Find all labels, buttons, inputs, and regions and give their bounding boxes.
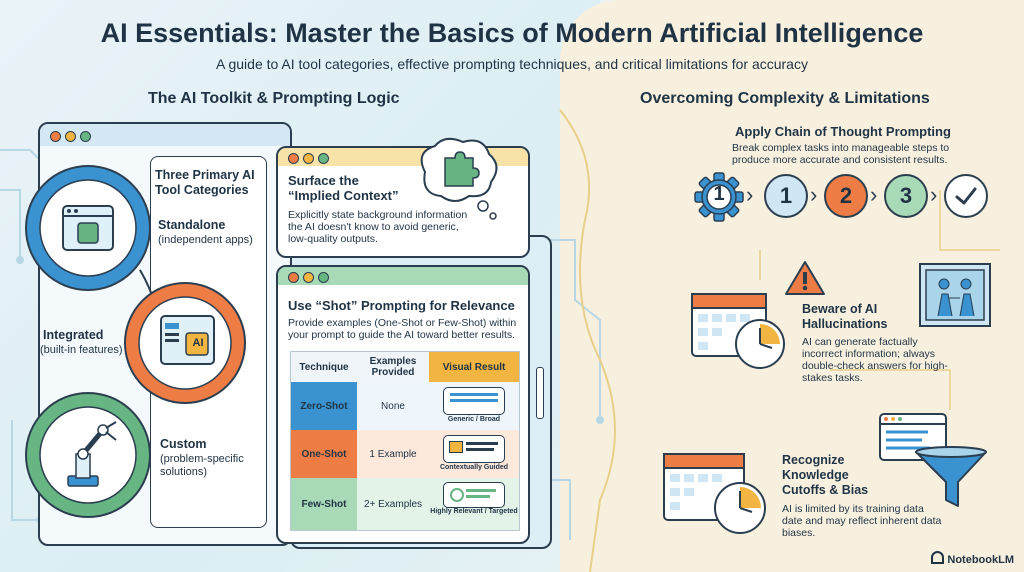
chevron-right-icon: › — [930, 182, 938, 207]
page-title: AI Essentials: Master the Basics of Mode… — [100, 18, 924, 48]
window-dots — [50, 129, 95, 147]
shot-prompting-card: Use “Shot” Prompting for Relevance Provi… — [276, 265, 530, 544]
window-dot-icon — [50, 131, 61, 142]
window-dot-icon — [303, 153, 314, 164]
shot-table: Technique Examples Provided Visual Resul… — [290, 351, 520, 531]
left-section-heading: The AI Toolkit & Prompting Logic — [148, 90, 400, 107]
step-one: 1 — [764, 174, 808, 218]
context-card-body: Explicitly state background information … — [288, 209, 468, 245]
scrollbar-thumb[interactable] — [536, 367, 544, 419]
ai-chip-window-icon — [160, 315, 215, 365]
result-card-icon — [443, 482, 505, 508]
table-row-few-result: Highly Relevant / Targeted — [429, 478, 519, 530]
window-dot-icon — [318, 272, 329, 283]
result-label: Generic / Broad — [447, 416, 501, 423]
table-header-examples: Examples Provided — [357, 352, 429, 382]
window-dot-icon — [80, 131, 91, 142]
table-row-few-examples: 2+ Examples — [357, 478, 429, 530]
chevron-right-icon: › — [746, 182, 754, 207]
standalone-label: Standalone — [158, 218, 226, 232]
page-subtitle: A guide to AI tool categories, effective… — [216, 56, 808, 72]
right-section-heading: Overcoming Complexity & Limitations — [640, 90, 930, 107]
result-card-icon — [443, 387, 505, 415]
table-row-one-examples: 1 Example — [357, 430, 429, 478]
thought-bubble-puzzle-icon — [420, 137, 498, 220]
shot-card-body: Provide examples (One-Shot or Few-Shot) … — [288, 317, 517, 341]
categories-window-titlebar — [40, 124, 290, 146]
categories-title: Three Primary AI Tool Categories — [155, 168, 255, 197]
table-row-one-result: Contextually Guided — [429, 430, 519, 478]
standalone-desc: (independent apps) — [158, 234, 253, 246]
window-dot-icon — [65, 131, 76, 142]
checkmark-icon — [944, 174, 988, 218]
window-dot-icon — [288, 272, 299, 283]
step-three: 3 — [884, 174, 928, 218]
ai-chip-label: AI — [192, 337, 204, 349]
chain-title: Apply Chain of Thought Prompting — [735, 124, 951, 139]
table-row-zero-technique: Zero-Shot — [291, 382, 357, 430]
shot-card-title: Use “Shot” Prompting for Relevance — [288, 298, 515, 313]
logo-text: NotebookLM — [947, 554, 1014, 566]
notebooklm-logo-icon — [931, 551, 945, 564]
data-filter-funnel-icon — [879, 413, 987, 507]
window-dot-icon — [318, 153, 329, 164]
calendar-clock-icon — [691, 293, 785, 369]
result-label: Contextually Guided — [439, 464, 509, 471]
window-dot-icon — [288, 153, 299, 164]
table-row-one-technique: One-Shot — [291, 430, 357, 478]
cutoffs-title: Recognize Knowledge Cutoffs & Bias — [782, 453, 869, 497]
calendar-clock-icon — [663, 453, 766, 534]
warning-icon — [785, 261, 825, 295]
window-dots — [288, 151, 333, 169]
cutoffs-body: AI is limited by its training data date … — [782, 503, 942, 539]
custom-label: Custom — [160, 437, 207, 451]
table-header-technique: Technique — [291, 352, 357, 382]
table-row-few-technique: Few-Shot — [291, 478, 357, 530]
mirror-people-icon — [919, 263, 991, 327]
robot-arm-icon — [67, 421, 117, 487]
chevron-right-icon: › — [870, 182, 878, 207]
window-dots — [288, 270, 333, 288]
custom-desc: (problem-specific solutions) — [160, 453, 244, 478]
context-card-title: Surface the “Implied Context” — [288, 173, 399, 203]
table-header-visual: Visual Result — [429, 352, 519, 382]
result-card-icon — [443, 435, 505, 463]
window-dot-icon — [303, 272, 314, 283]
table-row-zero-examples: None — [357, 382, 429, 430]
step-two: 2 — [824, 174, 868, 218]
table-row-zero-result: Generic / Broad — [429, 382, 519, 430]
app-window-icon — [62, 205, 114, 251]
chain-body: Break complex tasks into manageable step… — [732, 142, 950, 166]
gear-icon — [694, 172, 744, 222]
hallucinations-body: AI can generate factually incorrect info… — [802, 336, 948, 384]
integrated-label: Integrated — [43, 328, 104, 342]
hallucinations-title: Beware of AI Hallucinations — [802, 302, 888, 331]
gear-step-number: 1 — [713, 183, 725, 205]
chevron-right-icon: › — [810, 182, 818, 207]
integrated-desc: (built-in features) — [40, 344, 123, 356]
notebooklm-logo: NotebookLM — [931, 551, 1014, 566]
result-label: Highly Relevant / Targeted — [430, 508, 518, 515]
shot-card-titlebar — [278, 267, 528, 285]
